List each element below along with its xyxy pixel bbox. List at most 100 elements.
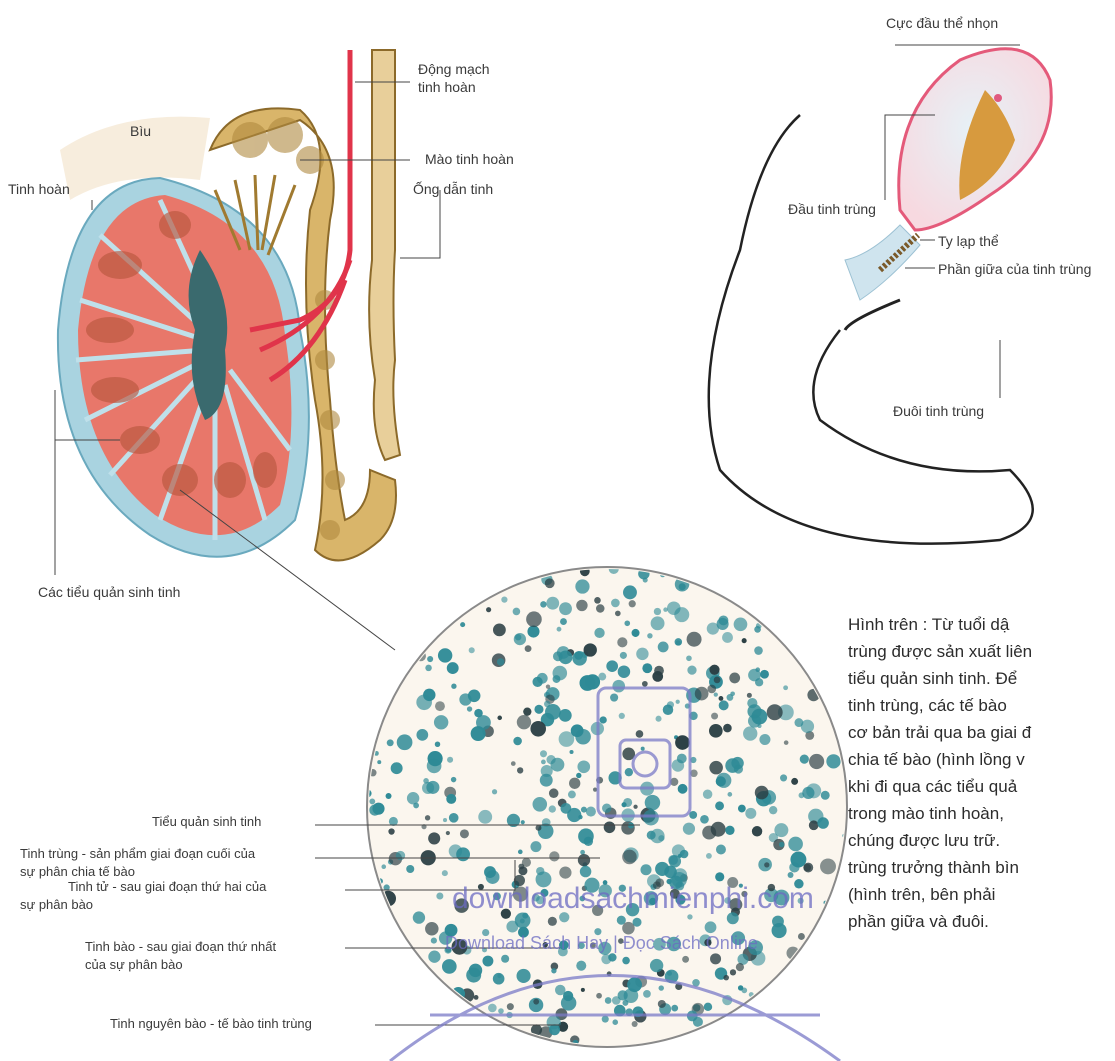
cell-dot <box>654 608 661 615</box>
cell-dot <box>629 600 636 607</box>
cell-dot <box>549 1024 560 1035</box>
cell-dot <box>488 1004 497 1013</box>
cell-dot <box>715 801 724 810</box>
cell-dot <box>789 862 799 872</box>
cell-dot <box>748 669 761 682</box>
cell-dot <box>619 713 625 719</box>
cell-dot <box>788 872 794 878</box>
cell-dot <box>506 921 518 933</box>
cell-dot <box>754 626 761 633</box>
cell-dot <box>633 805 637 809</box>
cell-dot <box>804 864 811 871</box>
cell-dot <box>651 616 665 630</box>
cell-dot <box>643 990 651 998</box>
cell-dot <box>757 724 761 728</box>
cell-dot <box>658 642 669 653</box>
cell-dot <box>783 685 788 690</box>
cell-dot <box>647 633 652 638</box>
cell-dot <box>769 806 777 814</box>
cell-dot <box>544 701 550 707</box>
cell-dot <box>501 955 509 963</box>
cell-dot <box>423 689 435 701</box>
cell-dot <box>536 825 542 831</box>
cell-dot <box>722 632 733 643</box>
cell-dot <box>738 805 746 813</box>
cell-dot <box>435 701 445 711</box>
cell-dot <box>602 803 611 812</box>
cell-dot <box>567 808 581 822</box>
cell-dot <box>549 805 556 812</box>
cell-dot <box>723 975 729 981</box>
cell-dot <box>523 708 531 716</box>
cell-dot <box>425 815 430 820</box>
label-mao-tinh-hoan: Mào tinh hoàn <box>425 150 514 168</box>
cell-dot <box>760 670 769 679</box>
cell-dot <box>443 818 447 822</box>
cell-dot <box>714 692 718 696</box>
cell-dot <box>674 607 689 622</box>
cell-dot <box>467 706 472 711</box>
vas-deferens <box>369 50 400 460</box>
cell-dot <box>706 853 712 859</box>
cell-dot <box>388 828 394 834</box>
cell-dot <box>580 675 596 691</box>
cell-dot <box>578 854 590 866</box>
cell-dot <box>442 959 457 974</box>
label-biu: Bìu <box>130 122 151 140</box>
cell-dot <box>511 761 516 766</box>
cell-dot <box>557 627 562 632</box>
cell-dot <box>671 1005 678 1012</box>
cell-dot <box>677 754 687 764</box>
cell-dot <box>492 789 497 794</box>
cell-dot <box>428 951 440 963</box>
cell-dot <box>546 597 559 610</box>
cell-dot <box>434 715 448 729</box>
cell-dot <box>446 831 450 835</box>
label-tieu-quan: Các tiểu quản sinh tinh <box>38 583 180 601</box>
cell-dot <box>784 740 789 745</box>
cell-dot <box>705 921 717 933</box>
cell-dot <box>716 773 731 788</box>
cell-dot <box>407 792 419 804</box>
cell-dot <box>632 1021 638 1027</box>
cell-dot <box>594 628 604 638</box>
cell-dot <box>602 1016 609 1023</box>
cell-dot <box>449 844 462 857</box>
label-phan-giua: Phần giữa của tinh trùng <box>938 260 1091 278</box>
cell-dot <box>624 620 630 626</box>
cell-dot <box>620 652 627 659</box>
cell-dot <box>428 751 443 766</box>
cell-dot <box>518 864 524 870</box>
cell-dot <box>788 837 803 852</box>
cell-dot <box>436 892 443 899</box>
cell-dot <box>716 844 726 854</box>
cell-dot <box>553 675 561 683</box>
cell-dot <box>682 956 689 963</box>
label-duoi: Đuôi tinh trùng <box>893 402 984 420</box>
cell-dot <box>559 602 572 615</box>
cell-dot <box>513 737 522 746</box>
cell-dot <box>618 665 630 677</box>
cell-dot <box>791 778 798 785</box>
cell-dot <box>623 585 637 599</box>
cell-dot <box>575 729 591 745</box>
cell-dot <box>820 858 836 874</box>
cell-dot <box>568 791 576 799</box>
cell-dot <box>493 973 505 985</box>
cell-dot <box>650 829 665 844</box>
cell-dot <box>676 700 680 704</box>
cell-dot <box>497 658 504 665</box>
cell-dot <box>714 677 721 684</box>
cell-dot <box>545 578 555 588</box>
cell-dot <box>645 795 660 810</box>
cell-dot <box>584 837 593 846</box>
cell-dot <box>636 730 644 738</box>
label-tinh-hoan: Tinh hoàn <box>8 180 70 198</box>
cell-dot <box>484 866 496 878</box>
cell-dot <box>498 1008 504 1014</box>
cell-dot <box>561 995 576 1010</box>
cell-dot <box>802 787 814 799</box>
cell-dot <box>525 645 532 652</box>
cell-dot <box>687 632 702 647</box>
cell-dot <box>612 680 625 693</box>
